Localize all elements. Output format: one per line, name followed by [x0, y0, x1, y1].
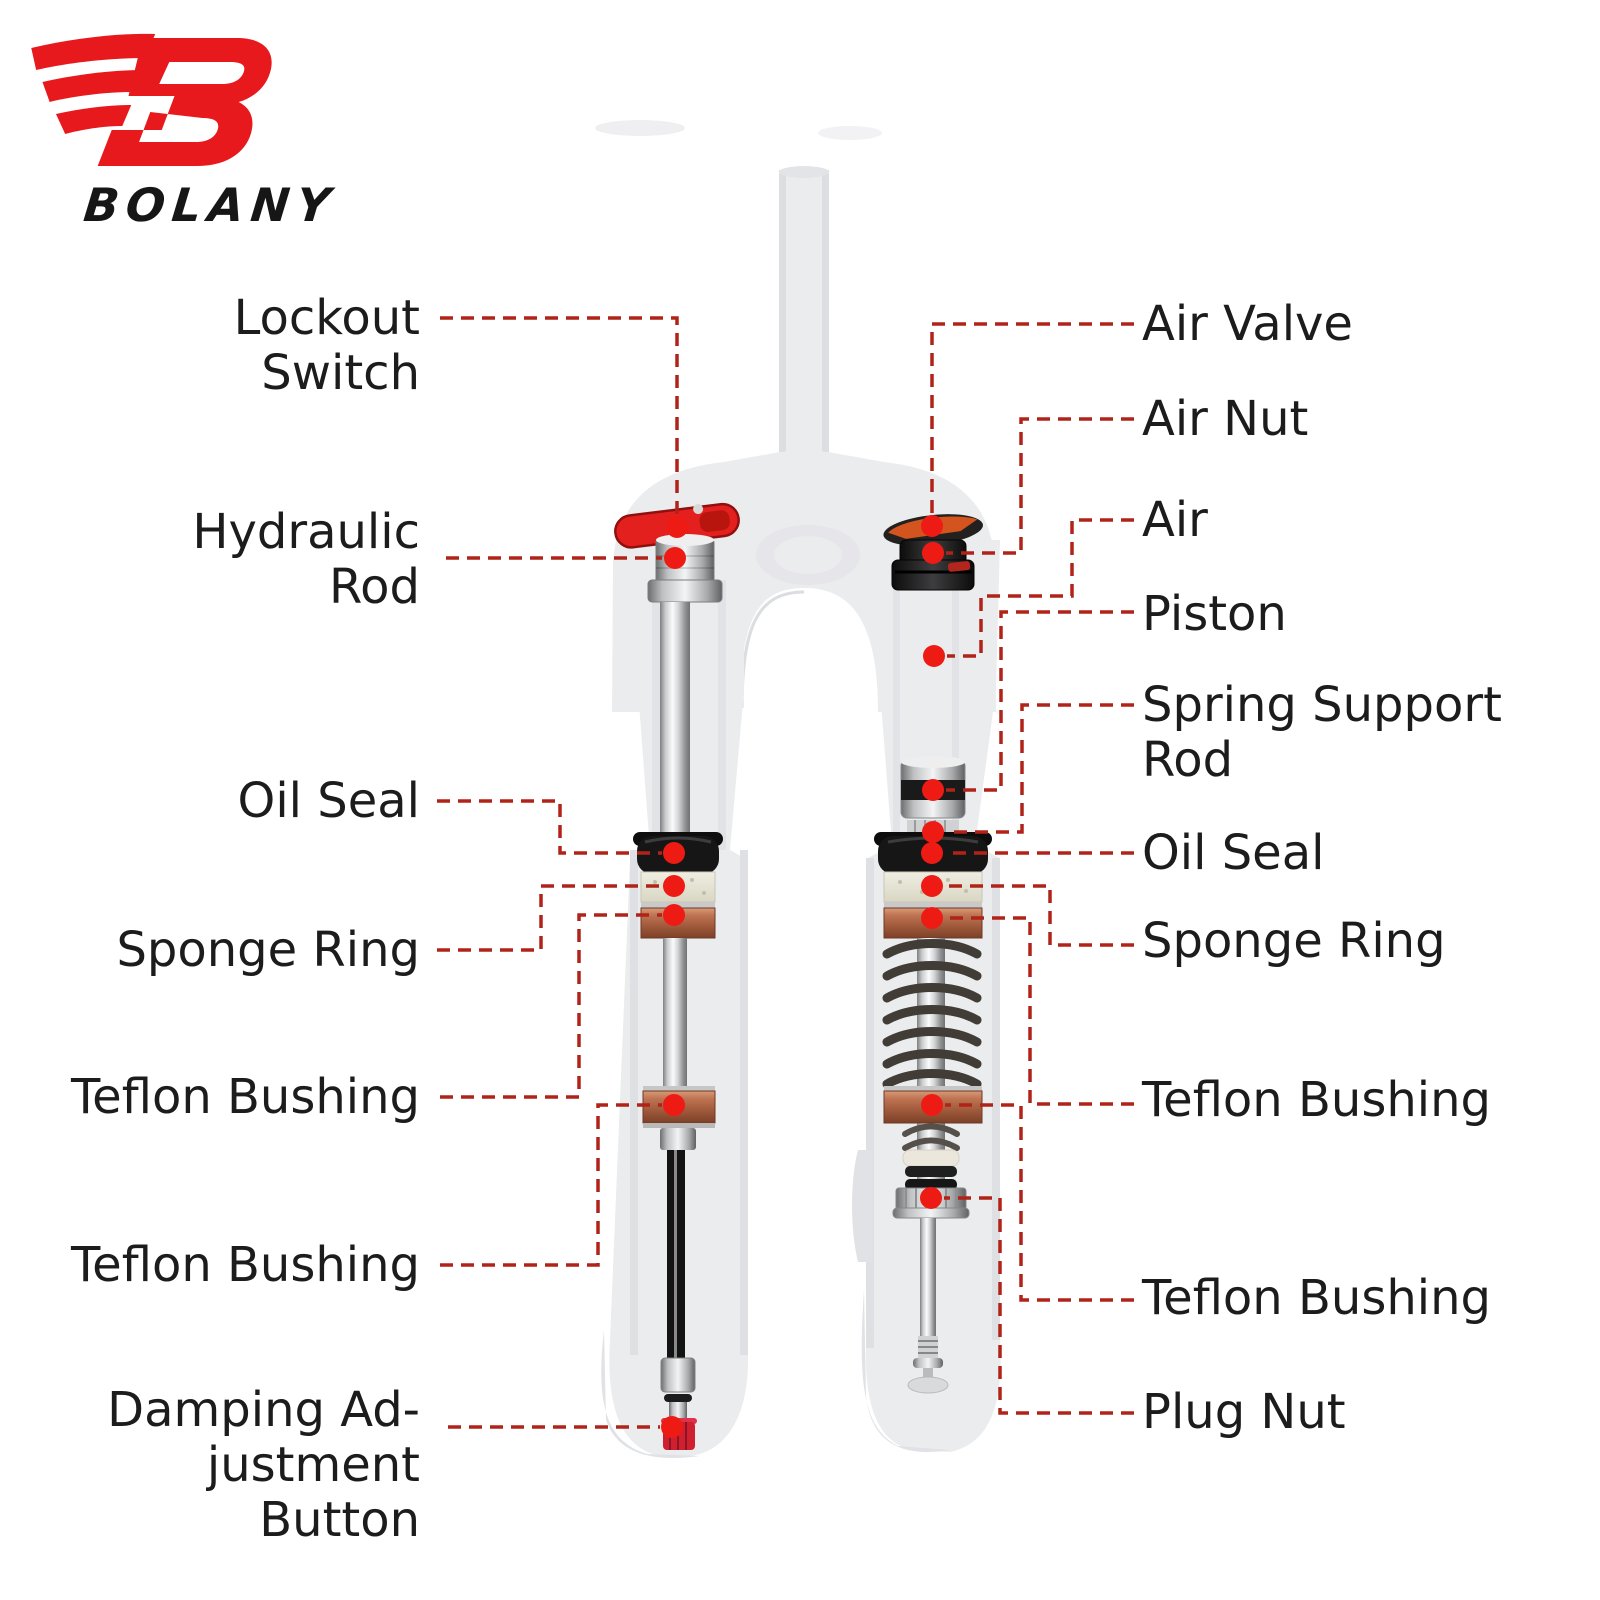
o-ring-2 [905, 1179, 957, 1190]
right-teflon-bushing-lower [884, 1086, 982, 1091]
label-oil-seal-left: Oil Seal [237, 773, 420, 829]
connector-lines [437, 316, 1134, 1429]
label-oil-seal-right: Oil Seal [1142, 825, 1325, 881]
right-teflon-bushing-upper [884, 902, 982, 908]
connector-teflon-upper-right [945, 916, 1134, 1106]
washer [902, 1149, 960, 1167]
steerer-tube [779, 170, 829, 490]
label-sponge-ring-left: Sponge Ring [116, 922, 420, 978]
marker-damping-button [661, 1416, 683, 1438]
connector-teflon-lower-left [440, 1103, 662, 1267]
background-smudges [595, 120, 882, 140]
hydraulic-rod-shaft [660, 602, 690, 842]
marker-spring-support-rod [922, 821, 944, 843]
label-hydraulic-rod: Hydraulic Rod [192, 504, 420, 615]
rod-threads [918, 1336, 938, 1358]
label-teflon-bushing-upper-left: Teflon Bushing [71, 1069, 420, 1125]
marker-plug-nut [920, 1187, 942, 1209]
bolany-wordmark: BOLANY [81, 178, 340, 232]
marker-air [923, 645, 945, 667]
connector-sponge-ring-left [437, 884, 662, 952]
label-sponge-ring-right: Sponge Ring [1142, 913, 1446, 969]
connector-teflon-upper-left [440, 913, 662, 1099]
marker-teflon-upper-right [921, 907, 943, 929]
marker-sponge-ring-right [921, 875, 943, 897]
label-air-valve: Air Valve [1142, 296, 1353, 352]
label-damping-adjustment-button: Damping Ad- justment Button [107, 1382, 420, 1548]
rebound-spring [902, 1123, 960, 1151]
label-air-nut: Air Nut [1142, 391, 1309, 447]
label-teflon-bushing-lower-right: Teflon Bushing [1142, 1270, 1491, 1326]
label-teflon-bushing-upper-right: Teflon Bushing [1142, 1072, 1491, 1128]
connector-piston [946, 610, 1134, 792]
marker-oil-seal-right [921, 842, 943, 864]
o-ring-1 [905, 1166, 957, 1177]
marker-piston [922, 779, 944, 801]
bolany-logo [31, 33, 272, 166]
coil-spring [882, 939, 982, 1089]
label-plug-nut: Plug Nut [1142, 1384, 1346, 1440]
label-spring-support-rod: Spring Support Rod [1142, 677, 1502, 788]
marker-lockout-switch [666, 516, 688, 538]
label-air: Air [1142, 492, 1208, 548]
marker-hydraulic-rod [664, 547, 686, 569]
connector-spring-support-rod [946, 703, 1134, 834]
marker-air-nut [922, 542, 944, 564]
label-teflon-bushing-lower-left: Teflon Bushing [71, 1237, 420, 1293]
plunger-rod [920, 1218, 936, 1336]
marker-sponge-ring-left [663, 875, 685, 897]
connector-plug-nut [944, 1196, 1134, 1415]
marker-teflon-upper-left [663, 904, 685, 926]
connector-oil-seal-left [437, 799, 662, 855]
marker-dots [661, 515, 945, 1438]
marker-air-valve [921, 515, 943, 537]
marker-teflon-lower-right [921, 1094, 943, 1116]
label-piston: Piston [1142, 586, 1287, 642]
connector-teflon-lower-right [945, 1103, 1134, 1302]
connector-sponge-ring-right [945, 884, 1134, 947]
bolany-logo-mark [31, 33, 272, 166]
damper-rod-top [660, 1128, 696, 1150]
left-teflon-bushing-lower [643, 1086, 715, 1091]
label-lockout-switch: Lockout Switch [233, 290, 420, 401]
left-leg-internals [614, 502, 740, 1450]
connector-air-valve [930, 322, 1134, 514]
connector-air-nut [946, 417, 1134, 555]
connector-lockout-switch [440, 316, 679, 514]
connector-air [947, 518, 1134, 658]
marker-oil-seal-left [663, 842, 685, 864]
marker-teflon-lower-left [663, 1094, 685, 1116]
